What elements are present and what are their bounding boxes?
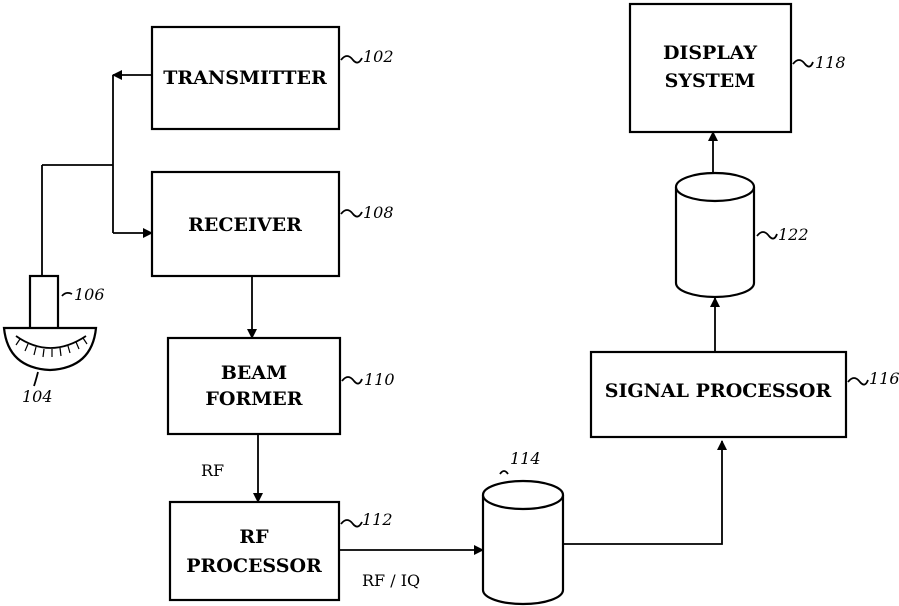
image-buffer-ref: 122 — [778, 225, 809, 244]
rf-iq-buffer-leader — [500, 471, 508, 474]
rf-processor-leader — [341, 520, 362, 527]
rf-processor-label-line1: RF — [239, 526, 269, 548]
rf-iq-edge-label: RF / IQ — [362, 571, 420, 590]
transmitter-leader — [341, 56, 362, 63]
rf-processor-box — [170, 502, 339, 600]
image-buffer-body — [676, 187, 754, 297]
rf-iq-buffer: 114 — [483, 449, 563, 604]
beamformer-label-line2: FORMER — [205, 388, 302, 410]
image-buffer: 122 — [676, 173, 809, 297]
probe-housing — [30, 276, 58, 330]
receiver-label: RECEIVER — [188, 214, 302, 236]
beamformer-label-line1: BEAM — [221, 362, 287, 384]
rf-processor-block: RF PROCESSOR 112 — [170, 502, 393, 600]
arrow-buffer-to-signal-processor — [563, 441, 722, 544]
elements-ref: 104 — [22, 387, 53, 406]
receiver-ref: 108 — [363, 203, 394, 222]
rf-iq-buffer-body — [483, 495, 563, 604]
beamformer-leader — [342, 377, 362, 384]
beamformer-box — [168, 338, 340, 434]
elements-leader — [34, 372, 38, 386]
probe-head — [4, 328, 96, 370]
display-system-leader — [793, 60, 813, 67]
transmitter-block: TRANSMITTER 102 — [152, 27, 394, 129]
signal-processor-leader — [848, 378, 868, 385]
signal-processor-label: SIGNAL PROCESSOR — [605, 380, 832, 402]
rf-processor-label-line2: PROCESSOR — [186, 555, 322, 577]
image-buffer-top — [676, 173, 754, 201]
signal-processor-ref: 116 — [869, 369, 899, 388]
display-system-label-line1: DISPLAY — [663, 42, 758, 64]
probe: 106 104 — [4, 165, 113, 406]
display-system-box — [630, 4, 791, 132]
beamformer-block: BEAM FORMER 110 — [168, 338, 395, 434]
rf-processor-ref: 112 — [362, 510, 393, 529]
beamformer-ref: 110 — [364, 370, 395, 389]
rf-edge-label: RF — [201, 461, 224, 480]
display-system-label-line2: SYSTEM — [665, 70, 756, 92]
transmitter-ref: 102 — [363, 47, 394, 66]
display-system-block: DISPLAY SYSTEM 118 — [630, 4, 846, 132]
probe-housing-leader — [62, 293, 72, 296]
probe-housing-ref: 106 — [74, 285, 105, 304]
rf-iq-buffer-ref: 114 — [510, 449, 541, 468]
rf-iq-buffer-top — [483, 481, 563, 509]
receiver-block: RECEIVER 108 — [152, 172, 394, 276]
display-system-ref: 118 — [815, 53, 846, 72]
image-buffer-leader — [757, 232, 777, 239]
receiver-leader — [341, 210, 362, 217]
signal-processor-block: SIGNAL PROCESSOR 116 — [591, 352, 899, 437]
transmitter-label: TRANSMITTER — [163, 67, 327, 89]
